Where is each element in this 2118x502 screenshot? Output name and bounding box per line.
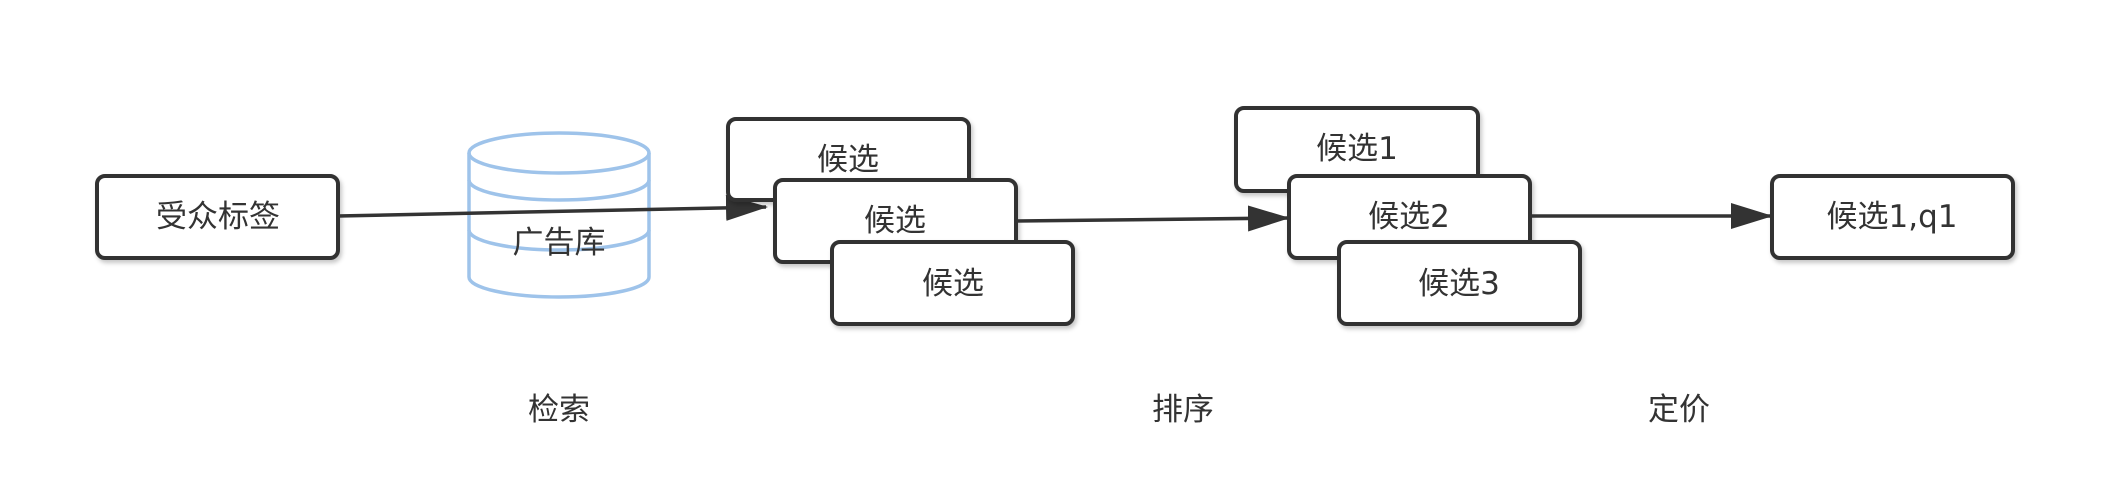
ranked-candidate-label: 候选3: [1418, 266, 1500, 302]
ad-library-node: 广告库: [467, 131, 651, 299]
arrow-retrieval-to-ranking: [1015, 205, 1290, 232]
stage-label-ranking: 排序: [1152, 392, 1214, 428]
priced-candidate-box: [1770, 174, 2015, 260]
retrieval-candidate-card: 候选: [830, 240, 1075, 326]
database-icon: [467, 131, 651, 299]
retrieval-candidate-label: 候选: [864, 203, 926, 239]
retrieval-candidates-stack: 候选 候选 候选: [726, 117, 1075, 326]
audience-tags-node: 受众标签: [95, 174, 340, 260]
ad-library-label: 广告库: [513, 225, 606, 261]
ranked-candidates-stack: 候选1 候选2 候选3: [1234, 106, 1582, 326]
ranked-candidate-label: 候选2: [1368, 199, 1450, 235]
audience-tags-box: [95, 174, 340, 260]
priced-candidate-label: 候选1,q1: [1827, 199, 1958, 235]
ranked-candidate-card: 候选3: [1337, 240, 1582, 326]
ranked-candidate-card: 候选1: [1234, 106, 1480, 193]
arrow-tags-to-candidates: [337, 194, 768, 221]
stage-label-retrieval: 检索: [528, 392, 590, 428]
stage-label-pricing: 定价: [1648, 392, 1710, 428]
ranked-candidate-label: 候选1: [1316, 131, 1398, 167]
retrieval-candidate-label: 候选: [817, 142, 879, 178]
retrieval-candidate-label: 候选: [922, 266, 984, 302]
audience-tags-label: 受众标签: [156, 199, 280, 235]
priced-candidate-node: 候选1,q1: [1770, 174, 2015, 260]
ranked-candidate-card: 候选2: [1287, 174, 1532, 260]
